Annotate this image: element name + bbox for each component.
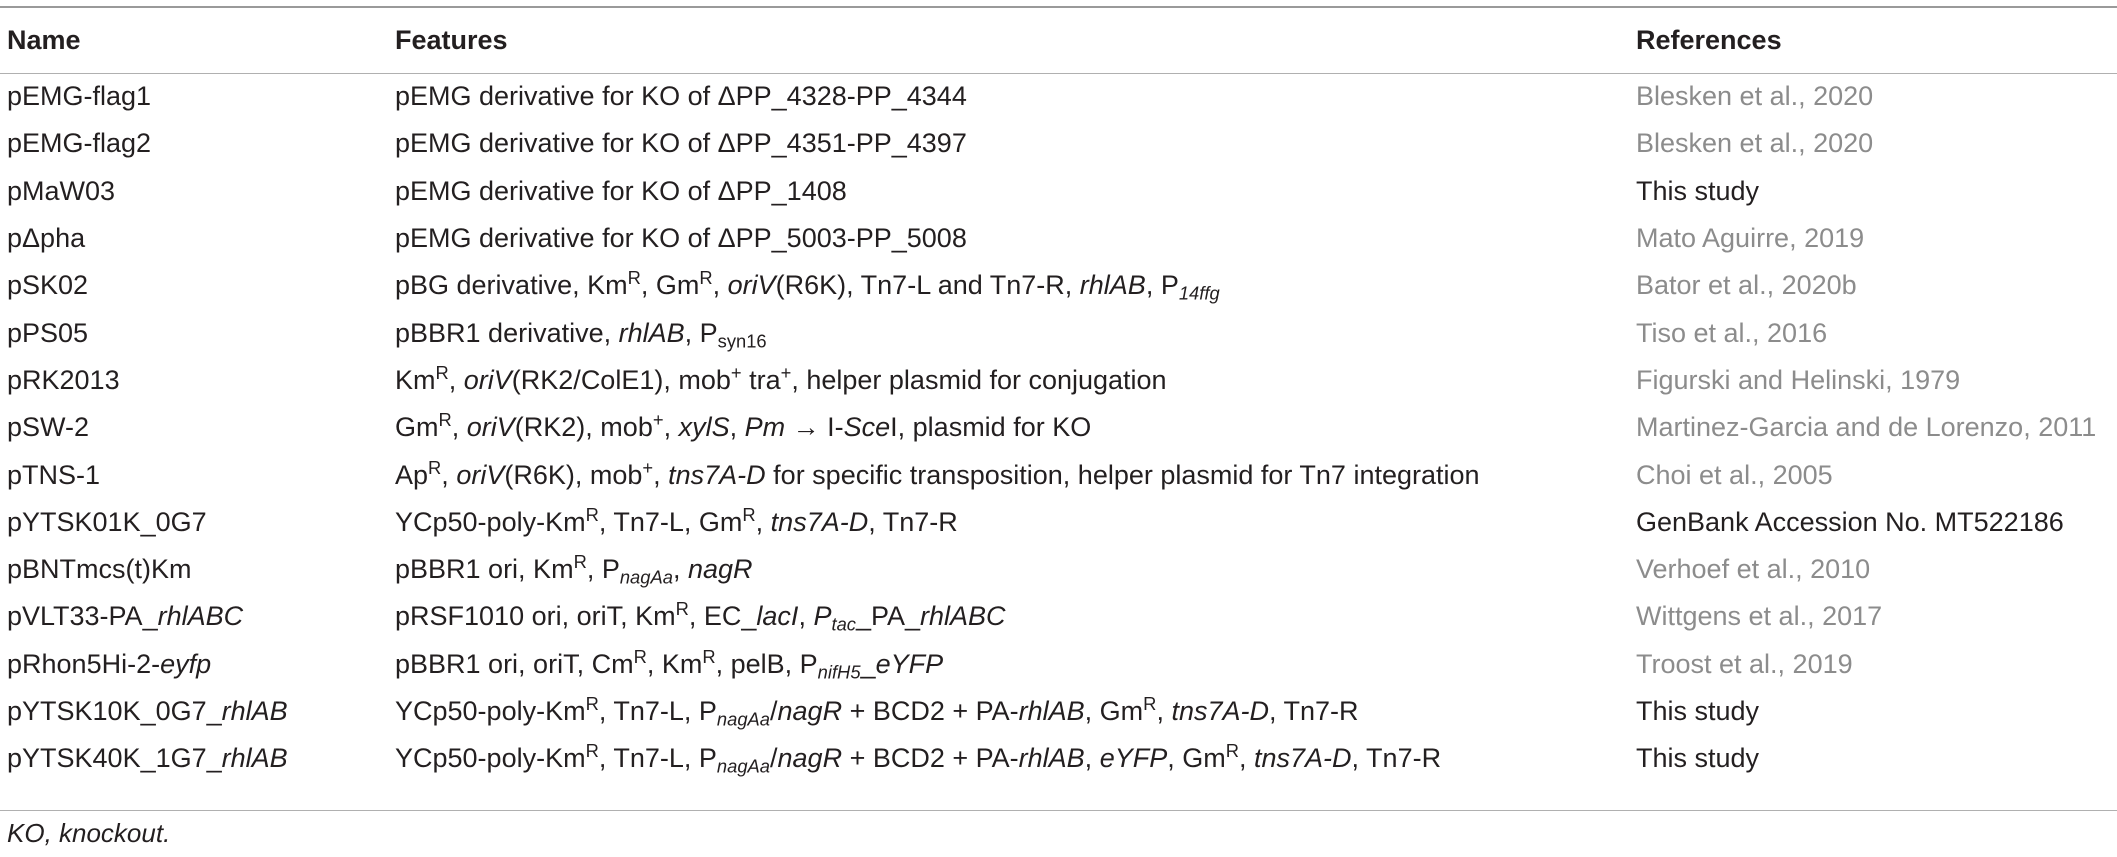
plasmid-features-cell: pEMG derivative for KO of ΔPP_4328-PP_43…	[395, 81, 967, 112]
reference-link[interactable]: Blesken et al., 2020	[1636, 128, 1874, 159]
table-body: pEMG-flag1 pEMG derivative for KO of ΔPP_…	[0, 73, 2117, 782]
table-row: pSW-2 GmR, oriV(RK2), mob+, xylS, Pm → I-…	[0, 404, 2117, 451]
table-top-rule	[0, 6, 2117, 8]
plasmid-features-cell: pEMG derivative for KO of ΔPP_1408	[395, 175, 847, 206]
plasmid-name-cell: pMaW03	[7, 175, 116, 206]
plasmid-name-cell: pSK02	[7, 270, 89, 301]
table-row: pRK2013 KmR, oriV(RK2/ColE1), mob+ tra+, …	[0, 357, 2117, 404]
table-row: pSK02 pBG derivative, KmR, GmR, oriV(R6K)…	[0, 262, 2117, 309]
table-row: pΔpha pEMG derivative for KO of ΔPP_5003-…	[0, 215, 2117, 262]
reference-link[interactable]: Bator et al., 2020b	[1636, 270, 1857, 301]
plasmid-name-cell: pTNS-1	[7, 459, 101, 490]
table-bottom-rule	[0, 810, 2117, 811]
reference-link[interactable]: Troost et al., 2019	[1636, 648, 1853, 679]
plasmid-name-cell: pEMG-flag2	[7, 128, 152, 159]
plasmid-name-cell: pYTSK10K_0G7_rhlAB	[7, 696, 288, 726]
table-row: pMaW03 pEMG derivative for KO of ΔPP_1408…	[0, 168, 2117, 215]
table-row: pTNS-1 ApR, oriV(R6K), mob+, tns7A-D for …	[0, 451, 2117, 498]
table-header-row: Name Features References	[0, 8, 2117, 73]
reference-text: This study	[1636, 743, 1760, 774]
plasmid-features-cell: pEMG derivative for KO of ΔPP_5003-PP_50…	[395, 223, 967, 254]
column-header-name: Name	[7, 25, 81, 55]
reference-link[interactable]: Figurski and Helinski, 1979	[1636, 364, 1961, 395]
reference-link[interactable]: Mato Aguirre, 2019	[1636, 223, 1865, 254]
table-row: pYTSK10K_0G7_rhlAB YCp50-poly-KmR, Tn7-L,…	[0, 688, 2117, 735]
table-row: pYTSK40K_1G7_rhlAB YCp50-poly-KmR, Tn7-L,…	[0, 735, 2117, 782]
plasmid-name-cell: pPS05	[7, 317, 89, 348]
table-footnote: KO, knockout.	[7, 818, 171, 848]
plasmid-name-cell: pYTSK01K_0G7	[7, 506, 207, 537]
plasmid-features-cell: YCp50-poly-KmR, Tn7-L, GmR, tns7A-D, Tn7…	[395, 503, 958, 537]
plasmid-features-cell: pBBR1 derivative, rhlAB, Psyn16	[395, 317, 767, 352]
plasmid-name-cell: pVLT33-PA_rhlABC	[7, 601, 244, 632]
reference-text: GenBank Accession No. MT522186	[1636, 506, 2064, 537]
column-header-features: Features	[395, 25, 508, 55]
plasmid-name-cell: pΔpha	[7, 223, 86, 254]
plasmid-features-cell: pEMG derivative for KO of ΔPP_4351-PP_43…	[395, 128, 967, 159]
plasmid-features-cell: YCp50-poly-KmR, Tn7-L, PnagAa/nagR + BCD…	[395, 740, 1442, 777]
plasmid-name-cell: pYTSK40K_1G7_rhlAB	[7, 743, 288, 774]
plasmid-features-cell: pBG derivative, KmR, GmR, oriV(R6K), Tn7…	[395, 267, 1220, 304]
reference-text: This study	[1636, 696, 1760, 726]
table-row: pBNTmcs(t)Km pBBR1 ori, KmR, PnagAa, nagR…	[0, 546, 2117, 593]
table-row: pPS05 pBBR1 derivative, rhlAB, Psyn16 Tiso…	[0, 309, 2117, 356]
plasmid-features-cell: GmR, oriV(RK2), mob+, xylS, Pm → I-SceI,…	[395, 409, 1092, 443]
plasmid-features-cell: KmR, oriV(RK2/ColE1), mob+ tra+, helper …	[395, 361, 1167, 395]
table-row: pRhon5Hi-2-eyfp pBBR1 ori, oriT, CmR, KmR…	[0, 641, 2117, 688]
reference-link[interactable]: Martinez-Garcia and de Lorenzo, 2011	[1636, 412, 2097, 443]
reference-link[interactable]: Choi et al., 2005	[1636, 459, 1833, 490]
plasmid-name-cell: pRhon5Hi-2-eyfp	[7, 648, 212, 679]
reference-link[interactable]: Blesken et al., 2020	[1636, 81, 1874, 112]
table-row: pYTSK01K_0G7 YCp50-poly-KmR, Tn7-L, GmR, …	[0, 499, 2117, 546]
reference-link[interactable]: Wittgens et al., 2017	[1636, 601, 1883, 632]
table-row: pVLT33-PA_rhlABC pRSF1010 ori, oriT, KmR,…	[0, 593, 2117, 640]
table-row: pEMG-flag2 pEMG derivative for KO of ΔPP_…	[0, 120, 2117, 167]
plasmid-table: Name Features References pEMG-flag1 pEMG …	[0, 8, 2117, 782]
plasmid-name-cell: pRK2013	[7, 364, 120, 395]
plasmid-features-cell: ApR, oriV(R6K), mob+, tns7A-D for specif…	[395, 456, 1480, 490]
plasmid-name-cell: pSW-2	[7, 412, 90, 443]
reference-link[interactable]: Verhoef et al., 2010	[1636, 554, 1871, 585]
reference-link[interactable]: Tiso et al., 2016	[1636, 317, 1828, 348]
plasmid-features-cell: pBBR1 ori, oriT, CmR, KmR, pelB, PnifH5_…	[395, 645, 944, 683]
plasmid-features-cell: YCp50-poly-KmR, Tn7-L, PnagAa/nagR + BCD…	[395, 692, 1359, 730]
column-header-references: References	[1636, 25, 1782, 55]
plasmid-features-cell: pBBR1 ori, KmR, PnagAa, nagR	[395, 551, 753, 588]
plasmid-name-cell: pBNTmcs(t)Km	[7, 554, 192, 585]
table-header-rule	[0, 73, 2117, 74]
reference-text: This study	[1636, 175, 1760, 206]
plasmid-features-cell: pRSF1010 ori, oriT, KmR, EC_lacI, Ptac_P…	[395, 598, 1006, 635]
table-row: pEMG-flag1 pEMG derivative for KO of ΔPP_…	[0, 73, 2117, 120]
plasmid-name-cell: pEMG-flag1	[7, 81, 152, 112]
